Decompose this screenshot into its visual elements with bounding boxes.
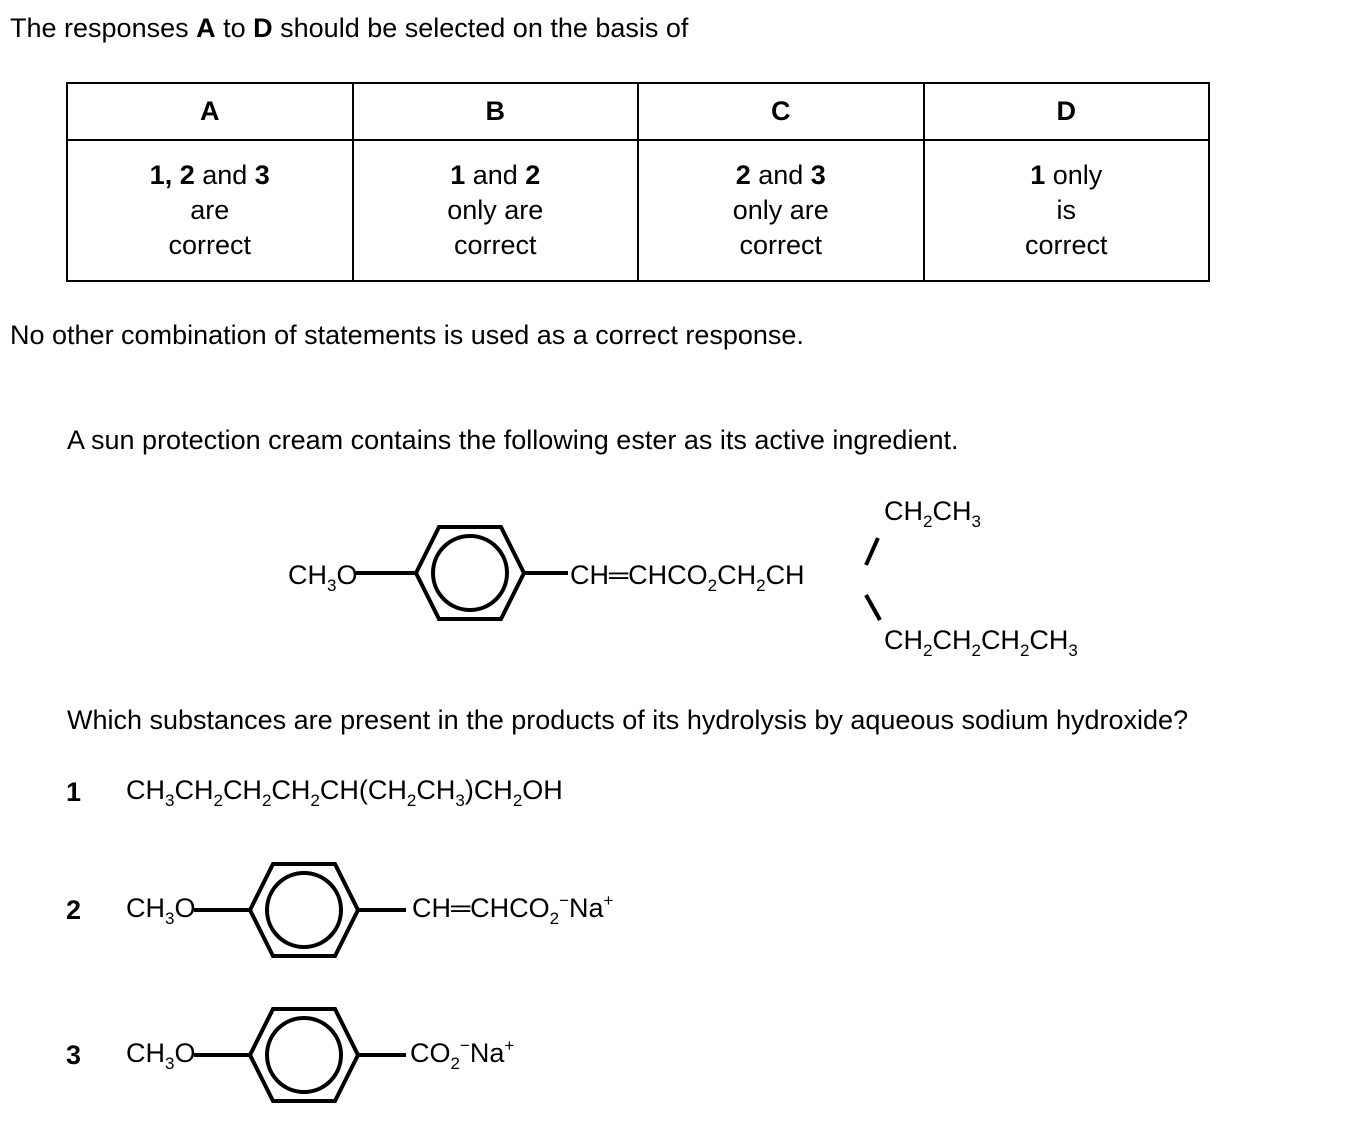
benzene-ring-icon <box>194 1007 406 1103</box>
key-cell-c: 2 and 3 only are correct <box>637 139 925 282</box>
question-stem: A sun protection cream contains the foll… <box>67 425 959 455</box>
key-header-b: B <box>351 82 639 141</box>
benzene-ring-icon <box>194 862 406 958</box>
key-header-a: A <box>66 82 354 141</box>
branch-bonds <box>864 537 882 621</box>
combination-note: No other combination of statements is us… <box>10 320 804 350</box>
key-header-c: C <box>637 82 925 141</box>
option-2-number: 2 <box>66 895 82 925</box>
key-header-d: D <box>922 82 1210 141</box>
option-2-chain: CH═CHCO2−Na+ <box>412 891 614 928</box>
option-3-number: 3 <box>66 1040 82 1070</box>
option-2-methoxy: CH3O <box>126 893 196 928</box>
benzene-ring-icon <box>356 525 568 621</box>
key-cell-b: 1 and 2 only are correct <box>351 139 639 282</box>
ester-butyl-branch: CH2CH2CH2CH3 <box>884 625 1078 660</box>
ester-chain: CH═CHCO2CH2CH <box>570 560 805 595</box>
option-1-number: 1 <box>66 777 82 807</box>
option-1-formula: CH3CH2CH2CH2CH(CH2CH3)CH2OH <box>126 775 563 810</box>
ester-methoxy: CH3O <box>288 560 358 595</box>
question-text: Which substances are present in the prod… <box>67 705 1189 735</box>
ester-ethyl-branch: CH2CH3 <box>884 496 981 531</box>
option-3-carboxylate: CO2−Na+ <box>410 1036 515 1073</box>
key-cell-d: 1 only is correct <box>922 139 1210 282</box>
key-cell-a: 1, 2 and 3 are correct <box>66 139 354 282</box>
response-key-table: A B C D 1, 2 and 3 are correct 1 and 2 o… <box>66 82 1210 282</box>
option-3-methoxy: CH3O <box>126 1038 196 1073</box>
intro-text: The responses A to D should be selected … <box>10 13 689 43</box>
